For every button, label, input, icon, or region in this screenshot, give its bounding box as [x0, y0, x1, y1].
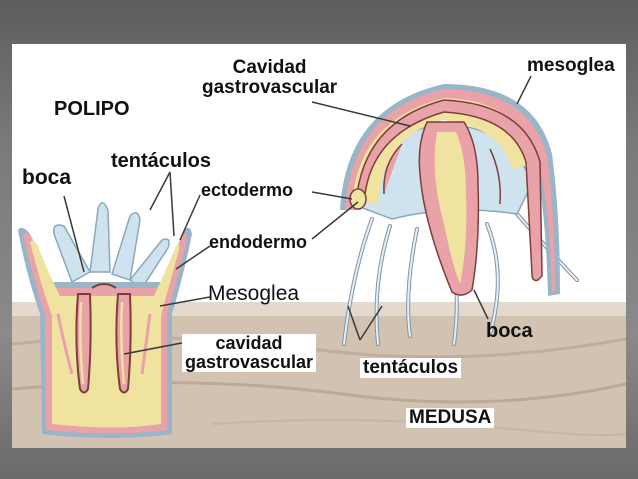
medusa-figure — [340, 84, 579, 346]
label-cavidad-polipo-line2: gastrovascular — [185, 351, 314, 372]
label-tentaculos-polipo: tentáculos — [111, 150, 212, 172]
label-cavidad-medusa-line2: gastrovascular — [202, 76, 338, 98]
polyp-mouth — [91, 283, 117, 289]
label-cavidad-polipo-line1: cavidad — [215, 333, 283, 353]
polyp-tentacle — [128, 238, 170, 290]
polyp-tentacle — [89, 202, 111, 273]
label-mesoglea-polipo: Mesoglea — [208, 282, 300, 305]
polyp-pointers — [63, 171, 211, 355]
label-ectodermo: ectodermo — [201, 180, 294, 200]
label-cavidad-medusa-line1: Cavidad — [232, 57, 307, 78]
label-boca-medusa: boca — [486, 320, 533, 342]
label-cavidad-polipo: cavidad gastrovascular — [182, 333, 317, 372]
medusa-cavity — [355, 99, 543, 282]
medusa-pointers — [311, 73, 533, 341]
label-mesoglea-medusa: mesoglea — [524, 56, 618, 76]
polyp-cavity-right — [115, 293, 132, 394]
polyp-tentacle — [111, 212, 141, 281]
cnidarian-diagram — [12, 44, 626, 448]
label-polipo: POLIPO — [54, 98, 130, 120]
label-endodermo: endodermo — [209, 232, 308, 252]
label-medusa: MEDUSA — [406, 408, 495, 428]
polyp-mesoglea — [30, 240, 180, 428]
label-cavidad-medusa: Cavidad gastrovascular — [199, 57, 341, 98]
label-tentaculos-medusa: tentáculos — [360, 358, 462, 378]
diagram-panel: POLIPO boca tentáculos ectodermo endoder… — [12, 44, 626, 448]
polyp-tentacle — [52, 224, 92, 284]
label-boca-polipo: boca — [22, 166, 72, 189]
polyp-figure — [18, 202, 192, 438]
